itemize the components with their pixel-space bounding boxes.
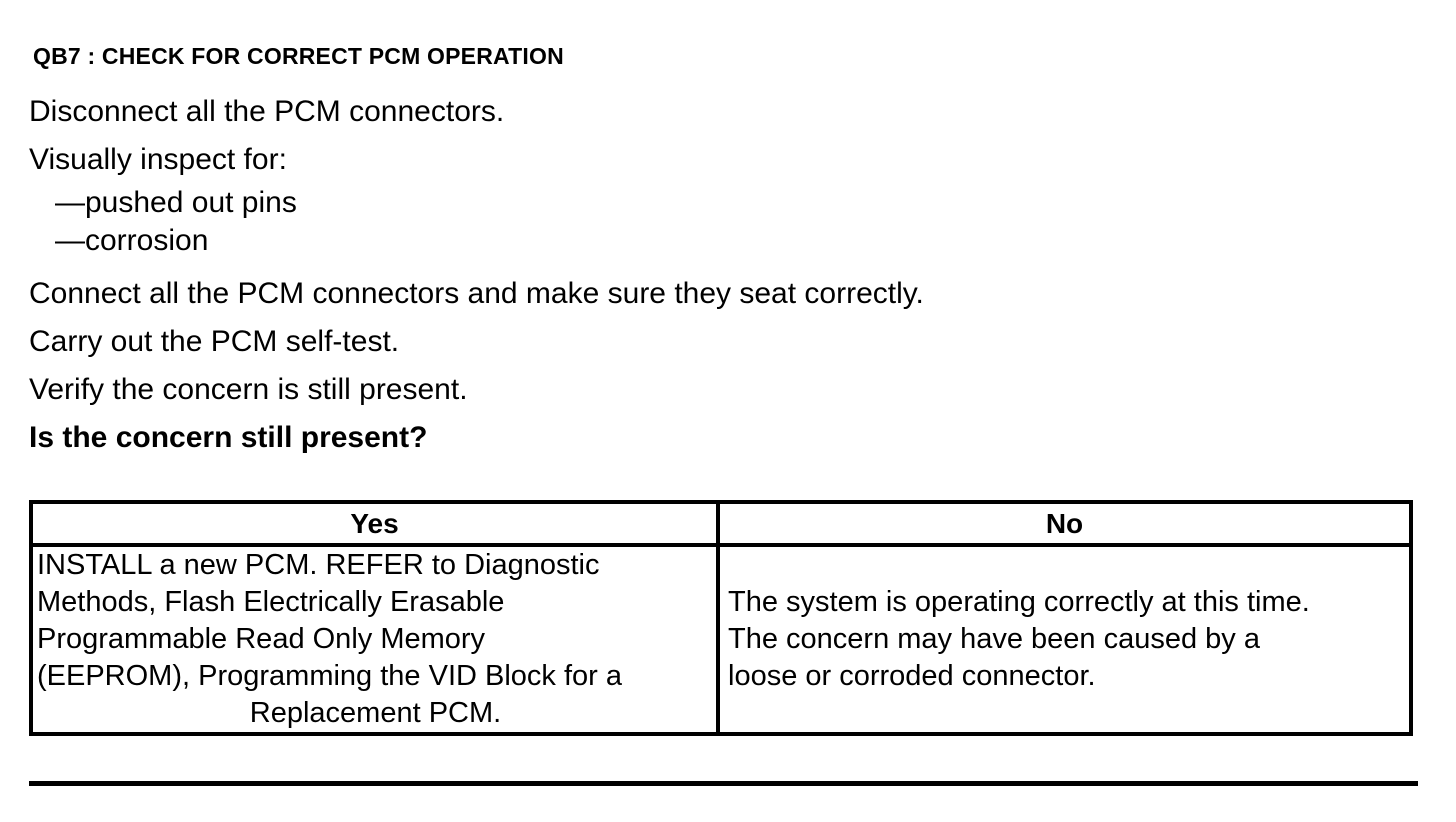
column-header-no: No — [716, 500, 1413, 547]
inspect-item-list: —pushed out pins —corrosion — [29, 184, 1409, 260]
cell-line: loose or corroded connector. — [728, 660, 1096, 692]
instruction-line: Visually inspect for: — [29, 143, 287, 176]
section-divider-rule — [29, 781, 1418, 786]
instruction-block: Disconnect all the PCM connectors. Visua… — [29, 88, 1409, 462]
cell-yes-action: INSTALL a new PCM. REFER to Diagnostic M… — [29, 543, 720, 736]
cell-line: (EEPROM), Programming the VID Block for … — [37, 660, 622, 692]
cell-line-last: Replacement PCM. — [249, 697, 502, 729]
list-item: —corrosion — [55, 224, 209, 257]
column-header-yes: Yes — [29, 500, 720, 547]
table-header-row: Yes No — [29, 500, 1413, 547]
instruction-line: Carry out the PCM self-test. — [29, 325, 400, 358]
cell-yes-text: INSTALL a new PCM. REFER to Diagnostic M… — [33, 547, 716, 732]
page-title: QB7 : CHECK FOR CORRECT PCM OPERATION — [33, 43, 564, 69]
cell-line: The system is operating correctly at thi… — [728, 586, 1310, 618]
list-item: —pushed out pins — [55, 186, 297, 219]
instruction-line: Disconnect all the PCM connectors. — [29, 95, 505, 128]
list-spacer — [29, 260, 1409, 270]
cell-line: Programmable Read Only Memory — [37, 623, 486, 655]
cell-line: INSTALL a new PCM. REFER to Diagnostic — [37, 549, 600, 581]
table-row: INSTALL a new PCM. REFER to Diagnostic M… — [29, 543, 1413, 736]
cell-line: The concern may have been caused by a — [728, 623, 1260, 655]
cell-no-text: The system is operating correctly at thi… — [720, 584, 1409, 695]
cell-no-action: The system is operating correctly at thi… — [716, 543, 1413, 736]
cell-line: Methods, Flash Electrically Erasable — [37, 586, 505, 618]
instruction-line: Connect all the PCM connectors and make … — [29, 277, 924, 310]
decision-table: Yes No INSTALL a new PCM. REFER to Diagn… — [29, 500, 1413, 736]
instruction-line: Verify the concern is still present. — [29, 373, 468, 406]
decision-question: Is the concern still present? — [29, 421, 428, 454]
